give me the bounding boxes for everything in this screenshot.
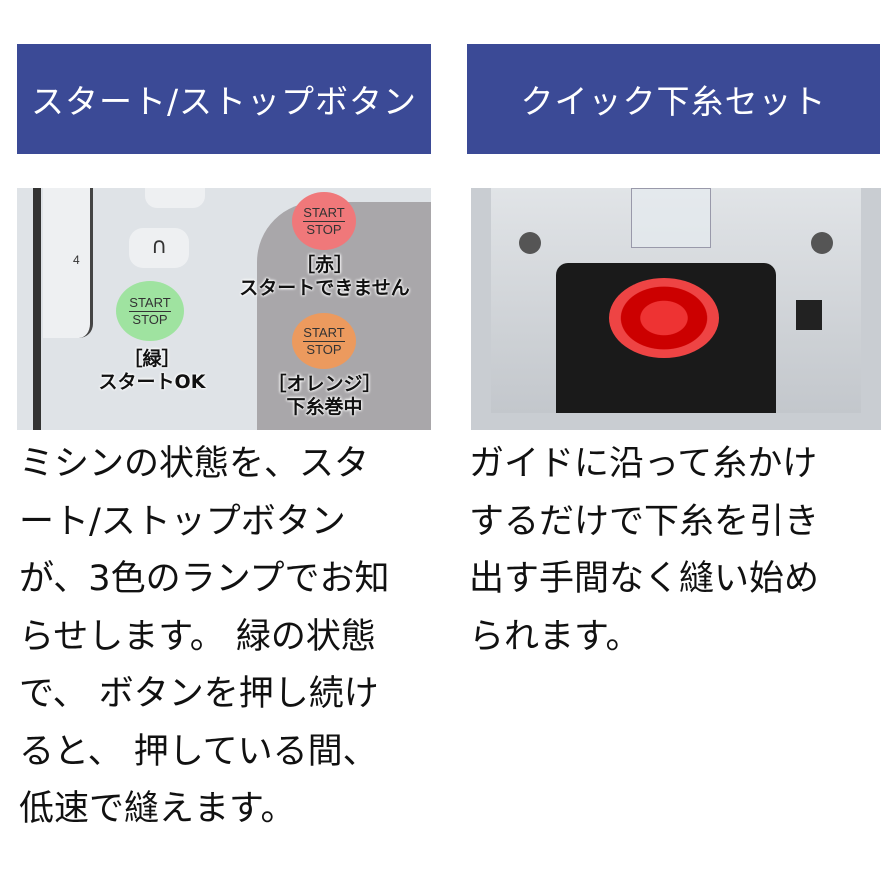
quick-bobbin-description: ガイドに沿って糸かけ するだけで下糸を引き 出す手間なく縫い始め られます。: [469, 436, 819, 666]
needle-position-button: [145, 188, 205, 208]
screw-icon: [519, 232, 541, 254]
text-line: ると、 押している間、: [19, 731, 378, 772]
button-text: START: [303, 324, 345, 342]
presser-foot: [631, 188, 711, 248]
machine-edge: [33, 188, 41, 430]
orange-label: ［オレンジ］: [267, 373, 382, 395]
dial-number: 4: [73, 253, 80, 267]
text-line: 出す手間なく縫い始め: [469, 559, 820, 599]
text-line: 低速で縫えます。: [19, 789, 296, 829]
bobbin: [609, 278, 719, 358]
button-text: STOP: [306, 221, 342, 237]
reverse-panel: [43, 188, 93, 338]
text-line: するだけで下糸を引き: [469, 501, 820, 542]
text-line: ート/ストップボタン: [19, 501, 346, 542]
text-line: ミシンの状態を、スタ: [19, 444, 370, 484]
button-text: START: [303, 204, 345, 222]
red-caption: ［赤］スタートできません: [222, 254, 427, 300]
green-caption: ［緑］スタートOK: [77, 348, 227, 394]
reverse-stitch-button: ∩: [129, 228, 189, 268]
quick-bobbin-header: クイック下糸セット: [467, 44, 880, 154]
red-label: ［赤］: [295, 254, 353, 276]
start-stop-header: スタート/ストップボタン: [17, 44, 431, 154]
orange-desc: 下糸巻中: [286, 396, 363, 418]
orange-caption: ［オレンジ］下糸巻中: [242, 373, 407, 419]
button-text: STOP: [306, 341, 342, 357]
text-line: ガイドに沿って糸かけ: [469, 444, 818, 484]
text-line: らせします。 緑の状態: [19, 616, 376, 657]
button-text: STOP: [132, 311, 168, 327]
bobbin-photo: [471, 188, 881, 430]
screw-icon: [811, 232, 833, 254]
text-line: られます。: [469, 616, 641, 657]
text-line: で、 ボタンを押し続け: [19, 674, 379, 714]
red-desc: スタートできません: [239, 277, 410, 299]
green-label: ［緑］: [123, 348, 181, 370]
green-desc: スタートOK: [98, 371, 206, 393]
start-stop-description: ミシンの状態を、スタ ート/ストップボタン が、3色のランプでお知 らせします。…: [19, 436, 390, 839]
text-line: が、3色のランプでお知: [19, 559, 390, 599]
button-text: START: [129, 294, 171, 312]
slot: [796, 300, 822, 330]
